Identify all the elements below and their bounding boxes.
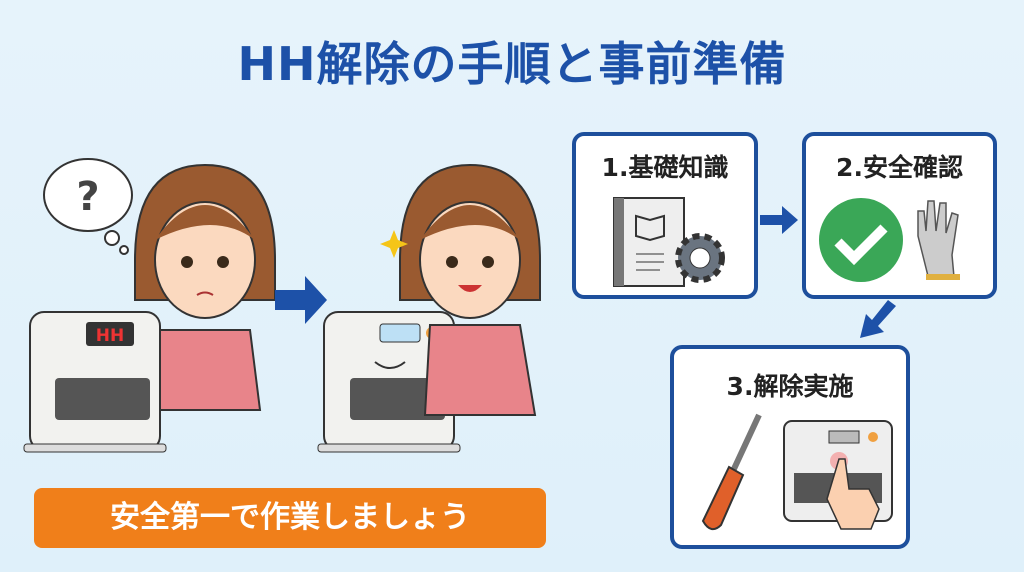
safety-check-icons bbox=[819, 198, 960, 282]
step-3-label: 3.解除実施 bbox=[726, 372, 854, 401]
heater-button-press-icon bbox=[783, 420, 893, 530]
gloves-icon bbox=[917, 200, 959, 278]
screwdriver-icon bbox=[701, 413, 762, 531]
error-display: HH bbox=[96, 326, 124, 346]
page-title: HH解除の手順と事前準備 bbox=[237, 37, 787, 91]
step-2-card: 2.安全確認 bbox=[802, 132, 997, 299]
check-circle-icon bbox=[819, 198, 903, 282]
heater-error: HH bbox=[23, 311, 167, 453]
scene-illustration: ? HH bbox=[23, 158, 541, 453]
arrow-right-icon bbox=[275, 276, 327, 324]
thought-bubble: ? bbox=[43, 158, 133, 255]
happy-woman bbox=[380, 163, 541, 416]
step-3-card: 3.解除実施 bbox=[670, 345, 910, 549]
manual-gear-icon bbox=[613, 197, 725, 287]
release-icons bbox=[701, 413, 893, 531]
worried-woman bbox=[134, 163, 276, 411]
arrow-down-left-icon bbox=[860, 300, 896, 338]
step-2-label: 2.安全確認 bbox=[836, 153, 963, 182]
heater-happy bbox=[317, 311, 461, 453]
arrow-right-icon bbox=[760, 206, 798, 234]
question-mark: ? bbox=[76, 174, 99, 220]
step-1-card: 1.基礎知識 bbox=[572, 132, 758, 299]
step-1-label: 1.基礎知識 bbox=[601, 153, 729, 182]
safety-banner: 安全第一で作業しましょう bbox=[34, 488, 546, 548]
